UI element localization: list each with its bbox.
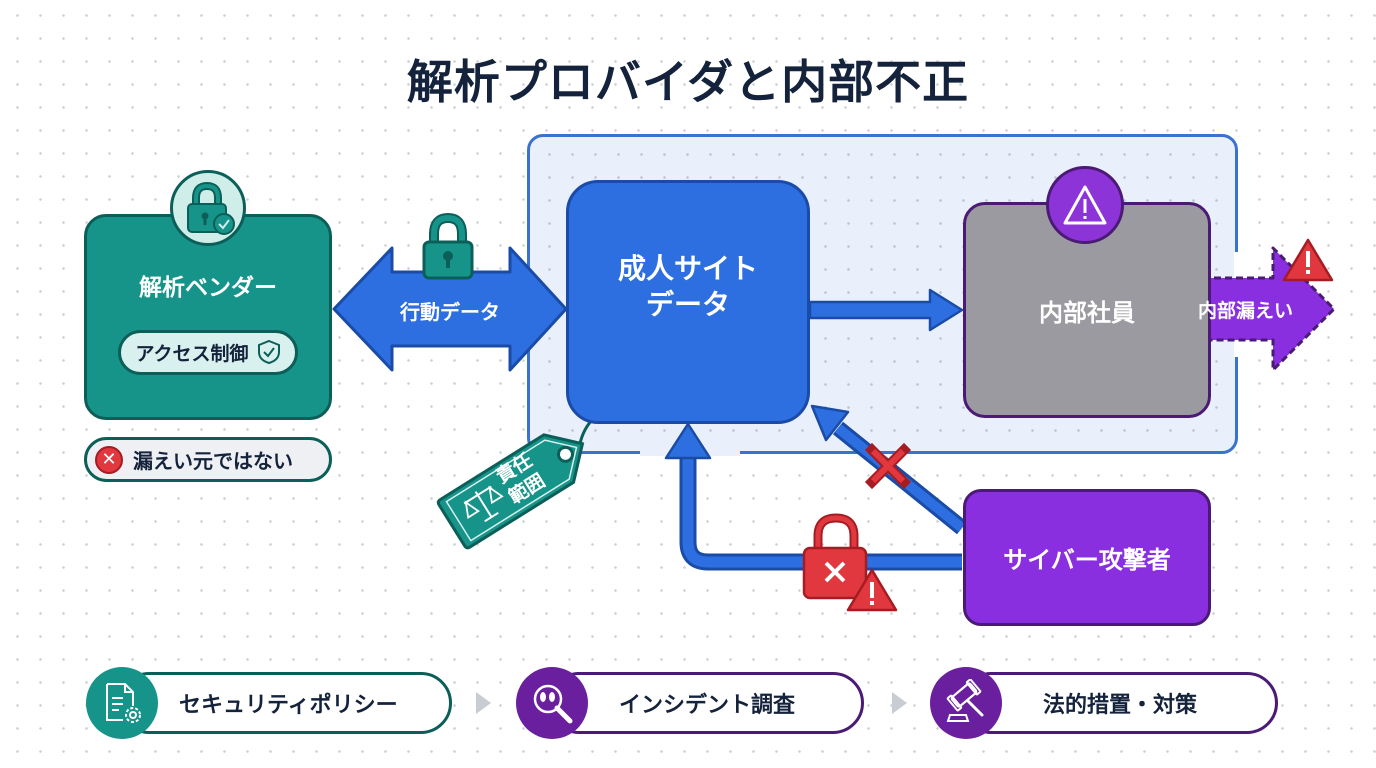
- lock-check-icon: [170, 170, 246, 246]
- vendor-label: 解析ベンダー: [139, 274, 277, 301]
- responsibility-scope-tag: 責任 範囲: [432, 413, 604, 555]
- shield-check-icon: [257, 339, 280, 365]
- step-security-policy[interactable]: セキュリティポリシー: [118, 672, 452, 734]
- step-incident-investigation[interactable]: インシデント調査: [548, 672, 864, 734]
- step-label: 法的措置・対策: [1043, 693, 1198, 718]
- flow-arrow-to-insider: [808, 288, 964, 332]
- step-label: セキュリティポリシー: [179, 693, 398, 718]
- step-legal-action[interactable]: 法的措置・対策: [960, 672, 1278, 734]
- insider-label: 内部社員: [1039, 298, 1135, 327]
- analytics-vendor-node[interactable]: 解析ベンダー アクセス制御: [84, 214, 332, 420]
- behavior-data-label: 行動データ: [400, 300, 500, 324]
- arrowhead-diagonal: [810, 404, 850, 442]
- internal-leak-label: 内部漏えい: [1197, 300, 1293, 322]
- not-source-label: 漏えい元ではない: [133, 449, 293, 473]
- step-label: インシデント調査: [619, 693, 796, 718]
- step-chevron-icon: [892, 692, 907, 714]
- adult-site-data-node[interactable]: 成人サイト データ: [566, 180, 810, 424]
- lock-icon: [422, 212, 474, 280]
- document-gear-icon: [86, 667, 158, 739]
- cyber-attacker-node[interactable]: サイバー攻撃者: [963, 489, 1211, 626]
- warning-icon: [846, 568, 898, 612]
- step-chevron-icon: [476, 692, 491, 714]
- blocked-lock-icon: [802, 513, 868, 600]
- access-control-label: アクセス制御: [135, 342, 249, 365]
- page-title: 解析プロバイダと内部不正: [406, 55, 970, 109]
- blocked-x-icon: [864, 442, 912, 490]
- arrowhead-up: [664, 422, 712, 460]
- gavel-icon: [930, 667, 1002, 739]
- adult-site-data-line2: データ: [645, 288, 730, 321]
- x-circle-icon: ✕: [95, 445, 123, 474]
- access-control-badge: アクセス制御: [118, 329, 298, 375]
- warning-icon: [1046, 166, 1124, 244]
- blocked-attack-path: [679, 455, 962, 571]
- leak-warning-icon: [1282, 238, 1334, 282]
- footprint-search-icon: [516, 667, 588, 739]
- attacker-label: サイバー攻撃者: [1003, 546, 1171, 574]
- not-leak-source-badge: ✕ 漏えい元ではない: [84, 437, 332, 482]
- scales-icon: [463, 485, 504, 523]
- adult-site-data-line1: 成人サイト: [617, 251, 758, 285]
